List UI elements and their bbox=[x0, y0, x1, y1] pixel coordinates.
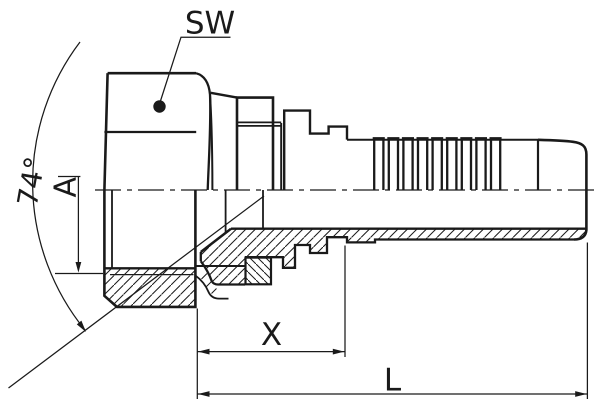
dimension-labels: SW 74° A X L bbox=[11, 6, 402, 399]
dimension-arrows bbox=[75, 100, 587, 397]
washer-section-hatch bbox=[244, 256, 273, 286]
barb-teeth-verticals bbox=[373, 140, 502, 190]
label-dim-l: L bbox=[384, 363, 402, 399]
sw-callout-dot bbox=[153, 100, 166, 113]
label-dim-a: A bbox=[49, 177, 84, 198]
dim-l-arrow-left bbox=[198, 391, 210, 397]
lip-hatch-ticks bbox=[201, 273, 217, 294]
nut-outline bbox=[103, 73, 197, 309]
section-step-boundary bbox=[245, 236, 574, 269]
section-hatching bbox=[104, 228, 587, 307]
dim-x-arrow-right bbox=[332, 348, 345, 355]
angle-arc bbox=[32, 41, 86, 331]
dim-x-arrow-left bbox=[198, 348, 210, 355]
fitting-outline bbox=[103, 71, 588, 309]
body-section-hatch bbox=[200, 228, 587, 285]
tail-outline bbox=[537, 138, 588, 241]
label-wrench-size: SW bbox=[185, 6, 235, 42]
sw-leader-line bbox=[159, 36, 231, 102]
dim-l-arrow-right bbox=[575, 391, 587, 397]
shoulder-step-outline bbox=[283, 109, 349, 190]
nut-section-hatch bbox=[104, 268, 195, 307]
label-cone-angle: 74° bbox=[11, 154, 52, 209]
nut-right-edge bbox=[209, 94, 214, 191]
angle-ray bbox=[8, 195, 265, 389]
label-dim-x: X bbox=[261, 317, 282, 353]
nut-chamfer-curve bbox=[195, 72, 212, 191]
angle-arc-arrow bbox=[76, 320, 86, 332]
hex-collar-outline bbox=[235, 96, 275, 190]
nut-lip-curve bbox=[195, 275, 229, 300]
dimension-lines bbox=[8, 36, 589, 399]
dim-a-arrow bbox=[75, 262, 82, 273]
transition-cone-line bbox=[210, 91, 238, 99]
